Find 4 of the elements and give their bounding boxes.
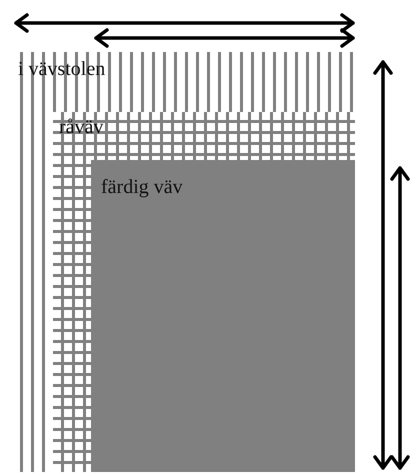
region-label: färdig väv: [101, 176, 183, 198]
raw-weave-panel: [53, 112, 355, 472]
region-label: råväv: [59, 116, 104, 138]
finished-fabric-panel: [91, 160, 355, 472]
